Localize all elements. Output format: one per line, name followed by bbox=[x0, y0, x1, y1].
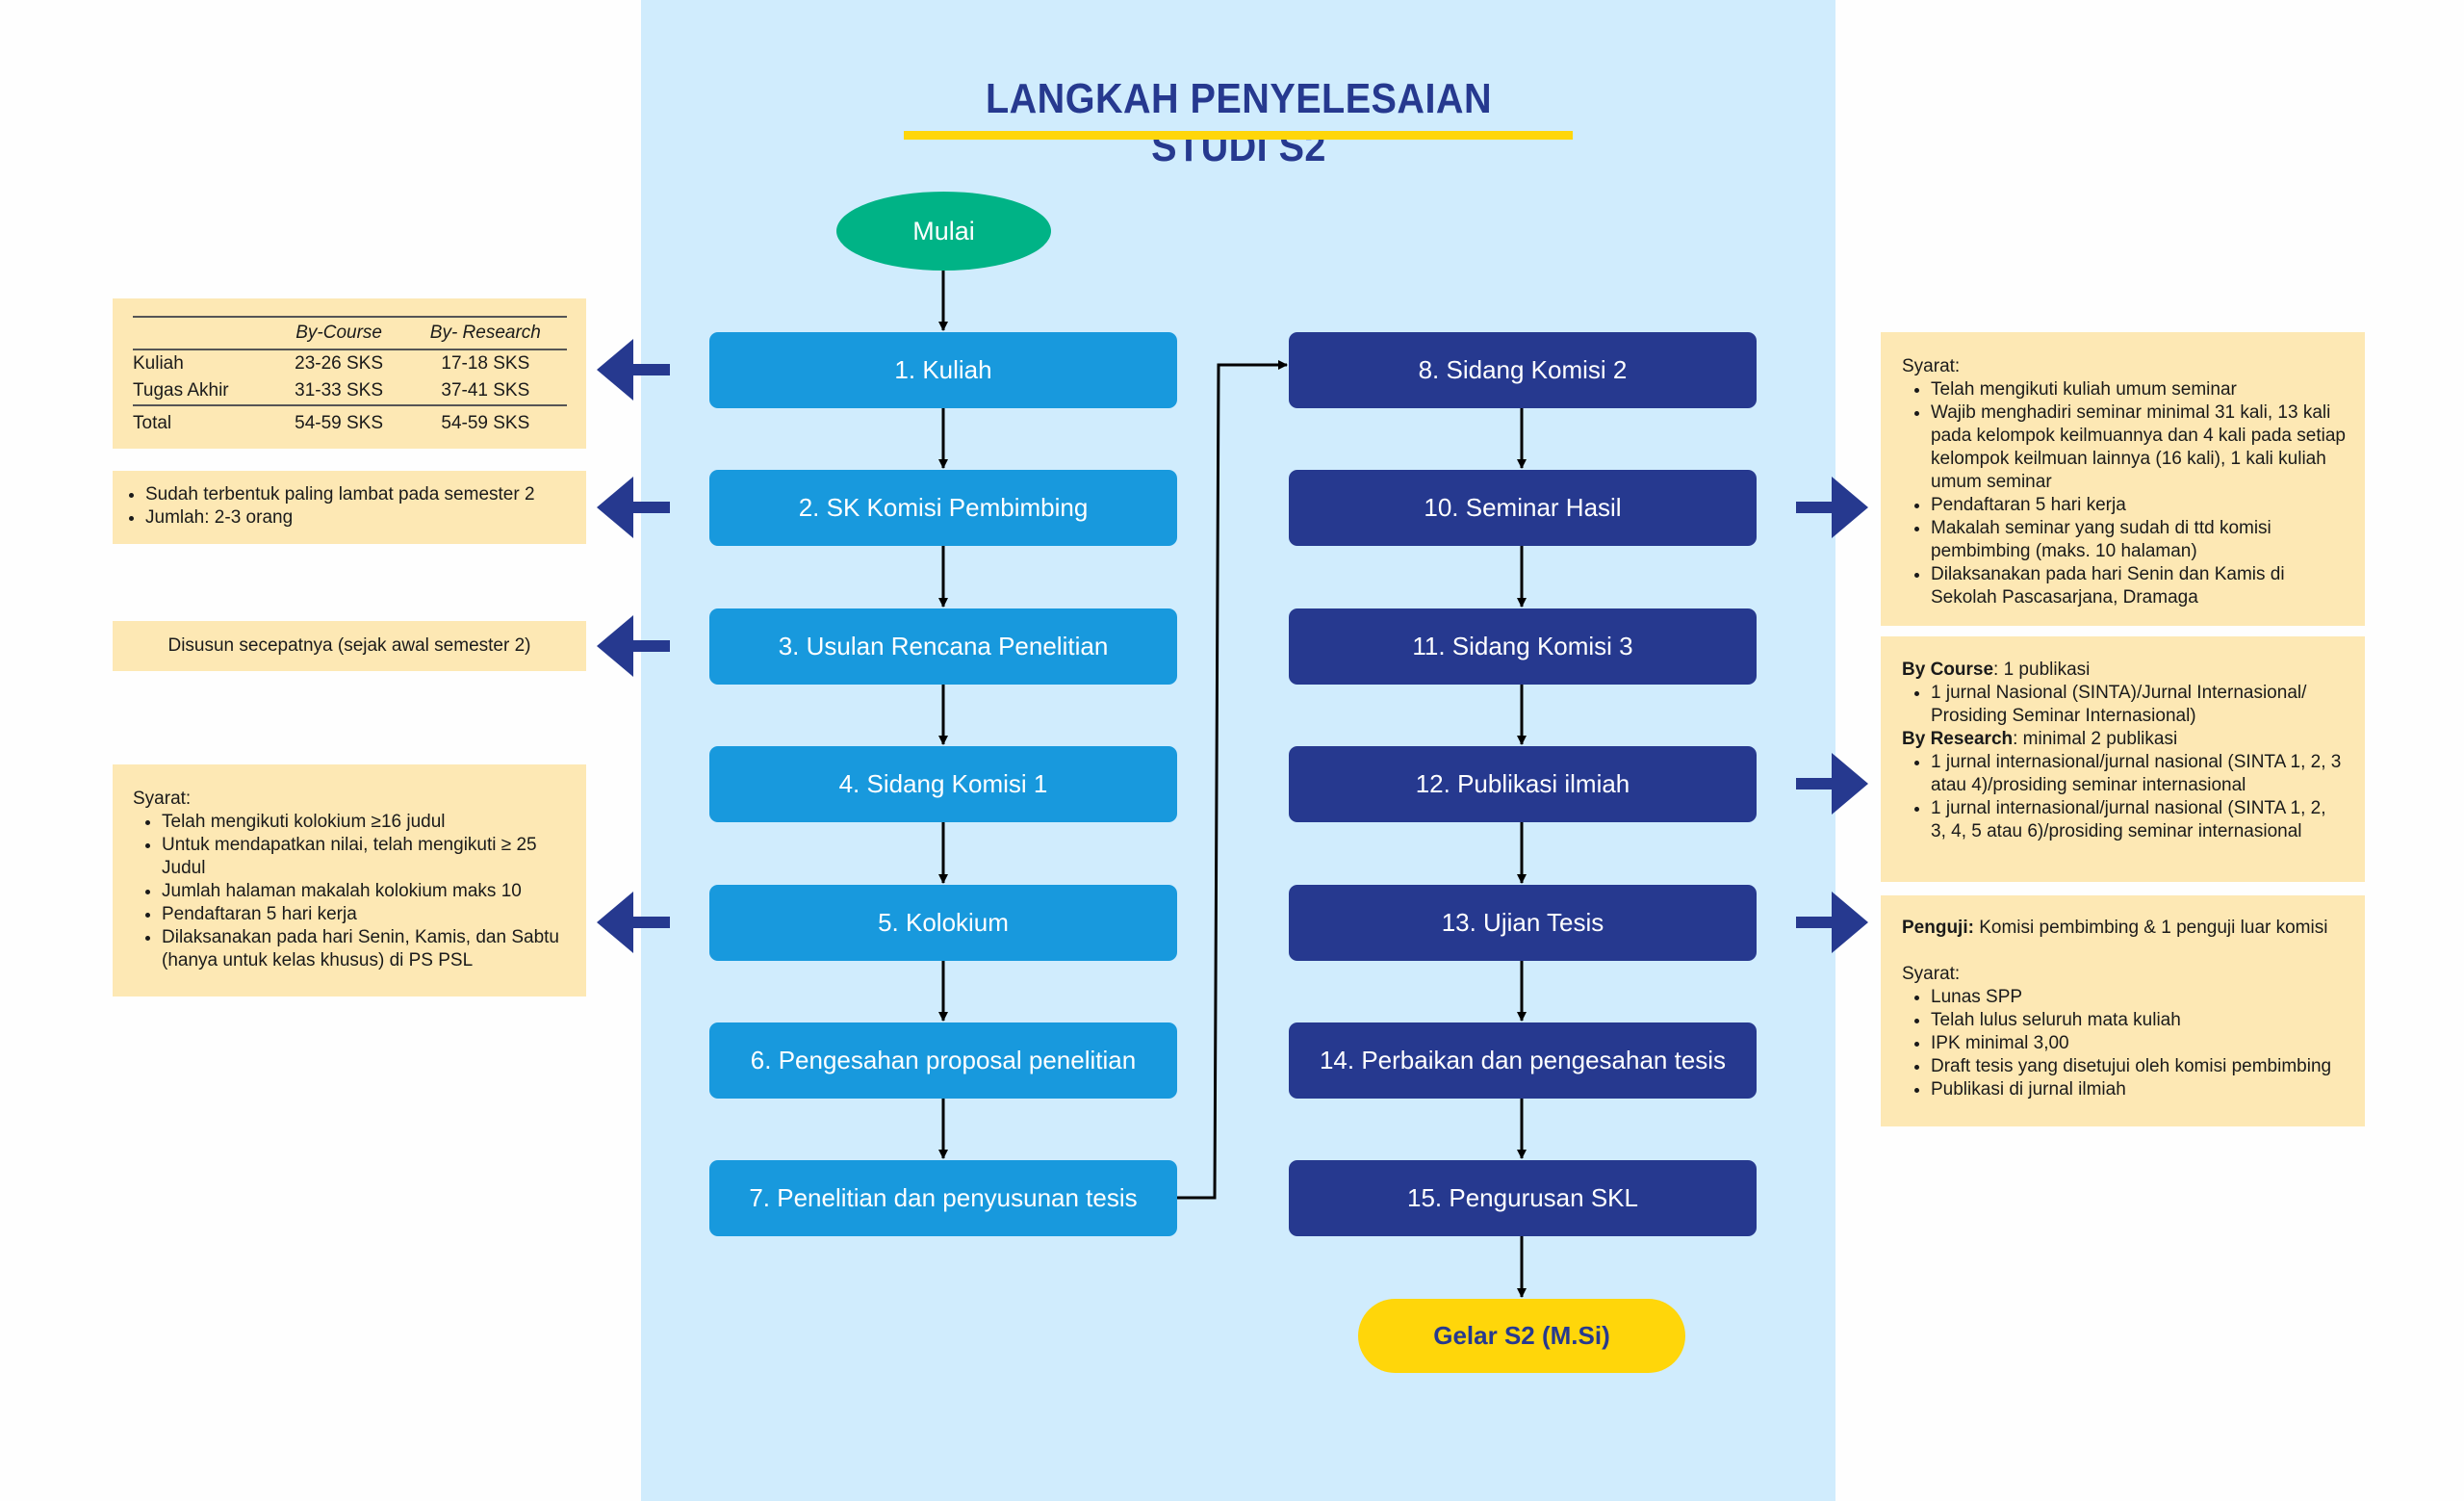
note-usulan: Disusun secepatnya (sejak awal semester … bbox=[113, 621, 586, 671]
step-box[interactable]: 2. SK Komisi Pembimbing bbox=[709, 470, 1177, 546]
list-item: Wajib menghadiri seminar minimal 31 kali… bbox=[1931, 401, 2346, 494]
list-item: 1 jurnal internasional/jurnal nasional (… bbox=[1931, 751, 2346, 797]
step-box[interactable]: 8. Sidang Komisi 2 bbox=[1289, 332, 1757, 408]
list-item: Jumlah: 2-3 orang bbox=[145, 506, 577, 530]
by-course-text: : 1 publikasi bbox=[1993, 660, 2091, 680]
arrow-right-icon bbox=[1796, 892, 1868, 953]
list-item: Dilaksanakan pada hari Senin, Kamis, dan… bbox=[162, 926, 567, 972]
step-box[interactable]: 10. Seminar Hasil bbox=[1289, 470, 1757, 546]
list-item: Untuk mendapatkan nilai, telah mengikuti… bbox=[162, 834, 567, 880]
list-item: Jumlah halaman makalah kolokium maks 10 bbox=[162, 880, 567, 903]
step-box[interactable]: 14. Perbaikan dan pengesahan tesis bbox=[1289, 1022, 1757, 1099]
list-item: Pendaftaran 5 hari kerja bbox=[1931, 494, 2346, 517]
sks-cell: 17-18 SKS bbox=[441, 353, 530, 374]
step-box[interactable]: 1. Kuliah bbox=[709, 332, 1177, 408]
sks-cell: Total bbox=[133, 404, 274, 437]
note-heading: Syarat: bbox=[1902, 356, 1961, 376]
sks-header: By-Course bbox=[273, 316, 404, 350]
list-item: Draft tesis yang disetujui oleh komisi p… bbox=[1931, 1055, 2351, 1078]
arrow-left-icon bbox=[597, 615, 670, 677]
arrow-left-icon bbox=[597, 892, 670, 953]
list-item: Publikasi di jurnal ilmiah bbox=[1931, 1078, 2351, 1101]
list-item: Telah lulus seluruh mata kuliah bbox=[1931, 1009, 2351, 1032]
list-item: 1 jurnal internasional/jurnal nasional (… bbox=[1931, 797, 2346, 843]
sks-cell: Tugas Akhir bbox=[133, 380, 229, 401]
step-box[interactable]: 12. Publikasi ilmiah bbox=[1289, 746, 1757, 822]
step-box[interactable]: 4. Sidang Komisi 1 bbox=[709, 746, 1177, 822]
title-underline bbox=[904, 131, 1573, 140]
table-row: Kuliah 23-26 SKS 17-18 SKS bbox=[133, 349, 567, 377]
arrow-left-icon bbox=[597, 477, 670, 538]
arrow-left-icon bbox=[597, 339, 670, 401]
sks-cell: 54-59 SKS bbox=[273, 404, 404, 437]
step-box[interactable]: 13. Ujian Tesis bbox=[1289, 885, 1757, 961]
arrow-right-icon bbox=[1796, 753, 1868, 815]
list-item: IPK minimal 3,00 bbox=[1931, 1032, 2351, 1055]
list-item: Telah mengikuti kuliah umum seminar bbox=[1931, 378, 2346, 401]
by-research-label: By Research bbox=[1902, 729, 2014, 749]
sks-cell: Kuliah bbox=[133, 353, 184, 374]
list-item: Sudah terbentuk paling lambat pada semes… bbox=[145, 483, 577, 506]
step-box[interactable]: 3. Usulan Rencana Penelitian bbox=[709, 608, 1177, 685]
note-komisi: Sudah terbentuk paling lambat pada semes… bbox=[113, 471, 586, 544]
step-box[interactable]: 6. Pengesahan proposal penelitian bbox=[709, 1022, 1177, 1099]
list-item: 1 jurnal Nasional (SINTA)/Jurnal Interna… bbox=[1931, 682, 2346, 728]
list-item: Makalah seminar yang sudah di ttd komisi… bbox=[1931, 517, 2346, 563]
note-heading: Syarat: bbox=[1902, 964, 1961, 984]
sks-header: By- Research bbox=[403, 316, 567, 350]
sks-header bbox=[133, 316, 274, 350]
sks-cell: 37-41 SKS bbox=[441, 380, 530, 401]
end-node[interactable]: Gelar S2 (M.Si) bbox=[1358, 1299, 1685, 1373]
by-research-text: : minimal 2 publikasi bbox=[2013, 729, 2178, 749]
note-heading: Syarat: bbox=[133, 789, 192, 809]
list-item: Pendaftaran 5 hari kerja bbox=[162, 903, 567, 926]
sks-cell: 23-26 SKS bbox=[295, 353, 384, 374]
step-box[interactable]: 7. Penelitian dan penyusunan tesis bbox=[709, 1160, 1177, 1236]
connector-7-to-8 bbox=[1177, 360, 1288, 1200]
penguji-text: Komisi pembimbing & 1 penguji luar komis… bbox=[1973, 918, 2328, 938]
note-kolokium: Syarat: Telah mengikuti kolokium ≥16 jud… bbox=[113, 764, 586, 996]
step-box[interactable]: 5. Kolokium bbox=[709, 885, 1177, 961]
note-publikasi: By Course: 1 publikasi 1 jurnal Nasional… bbox=[1881, 636, 2365, 882]
list-item: Dilaksanakan pada hari Senin dan Kamis d… bbox=[1931, 563, 2346, 609]
table-row: Tugas Akhir 31-33 SKS 37-41 SKS bbox=[133, 377, 567, 405]
note-seminar: Syarat: Telah mengikuti kuliah umum semi… bbox=[1881, 332, 2365, 626]
sks-cell: 54-59 SKS bbox=[403, 404, 567, 437]
step-box[interactable]: 11. Sidang Komisi 3 bbox=[1289, 608, 1757, 685]
penguji-label: Penguji: bbox=[1902, 918, 1974, 938]
arrow-right-icon bbox=[1796, 477, 1868, 538]
sks-cell: 31-33 SKS bbox=[295, 380, 384, 401]
step-box[interactable]: 15. Pengurusan SKL bbox=[1289, 1160, 1757, 1236]
list-item: Telah mengikuti kolokium ≥16 judul bbox=[162, 811, 567, 834]
note-text: Disusun secepatnya (sejak awal semester … bbox=[167, 635, 531, 656]
start-node[interactable]: Mulai bbox=[836, 192, 1051, 271]
note-ujian: Penguji: Komisi pembimbing & 1 penguji l… bbox=[1881, 895, 2365, 1126]
list-item: Lunas SPP bbox=[1931, 986, 2351, 1009]
by-course-label: By Course bbox=[1902, 660, 1994, 680]
